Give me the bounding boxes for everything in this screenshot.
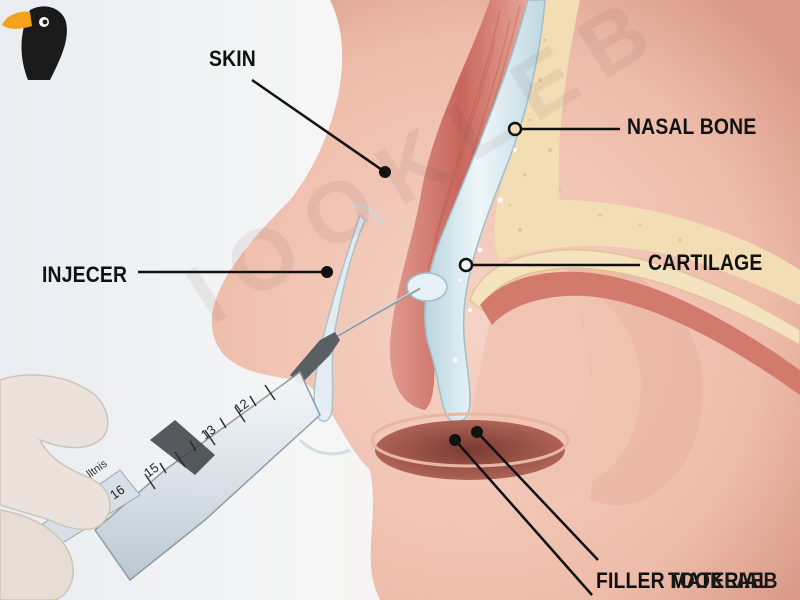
filler-leader-1 <box>454 439 593 596</box>
injector-highlight-top <box>351 203 385 226</box>
skin-leader <box>251 78 386 174</box>
syringe-scale-ticks <box>144 384 276 490</box>
label-cartilage: CARTILAGE <box>648 250 763 275</box>
nostril-rim <box>370 412 570 468</box>
needle-shine <box>329 286 421 340</box>
leader-dots <box>321 121 523 446</box>
filler-bubbles <box>452 148 517 363</box>
syringe-scale-15: 15 <box>141 460 162 481</box>
leader-lines <box>138 78 640 596</box>
filler-material <box>424 0 546 423</box>
filler-leader-2 <box>476 431 599 561</box>
label-filler-material: FILLER MATERIAL <box>596 568 771 593</box>
label-injector: INJECER <box>42 262 128 287</box>
filler-blob <box>406 272 448 302</box>
label-nasal-bone: NASAL BONE <box>627 114 757 139</box>
label-skin: SKIN <box>209 46 256 71</box>
needle-hub <box>290 332 340 385</box>
syringe-needle <box>329 286 421 342</box>
glove-finger <box>0 509 74 600</box>
injector-highlight-bottom <box>298 438 351 456</box>
injector-gel-drop <box>313 213 366 422</box>
syringe-plunger <box>150 420 215 475</box>
inner-nasal-lining <box>480 271 800 395</box>
nasal-bone <box>494 0 800 305</box>
cartilage <box>469 248 800 346</box>
label-watermark-text: TOOKLAEB <box>668 568 778 593</box>
gloved-hand <box>0 374 111 531</box>
syringe-scale-13: 13 <box>198 422 219 443</box>
toucan-logo-icon <box>2 6 67 80</box>
syringe-scale-16: 16 <box>107 482 128 503</box>
bone-texture <box>508 38 682 242</box>
syringe-scale-12: 12 <box>231 396 252 417</box>
nostril <box>375 420 565 480</box>
